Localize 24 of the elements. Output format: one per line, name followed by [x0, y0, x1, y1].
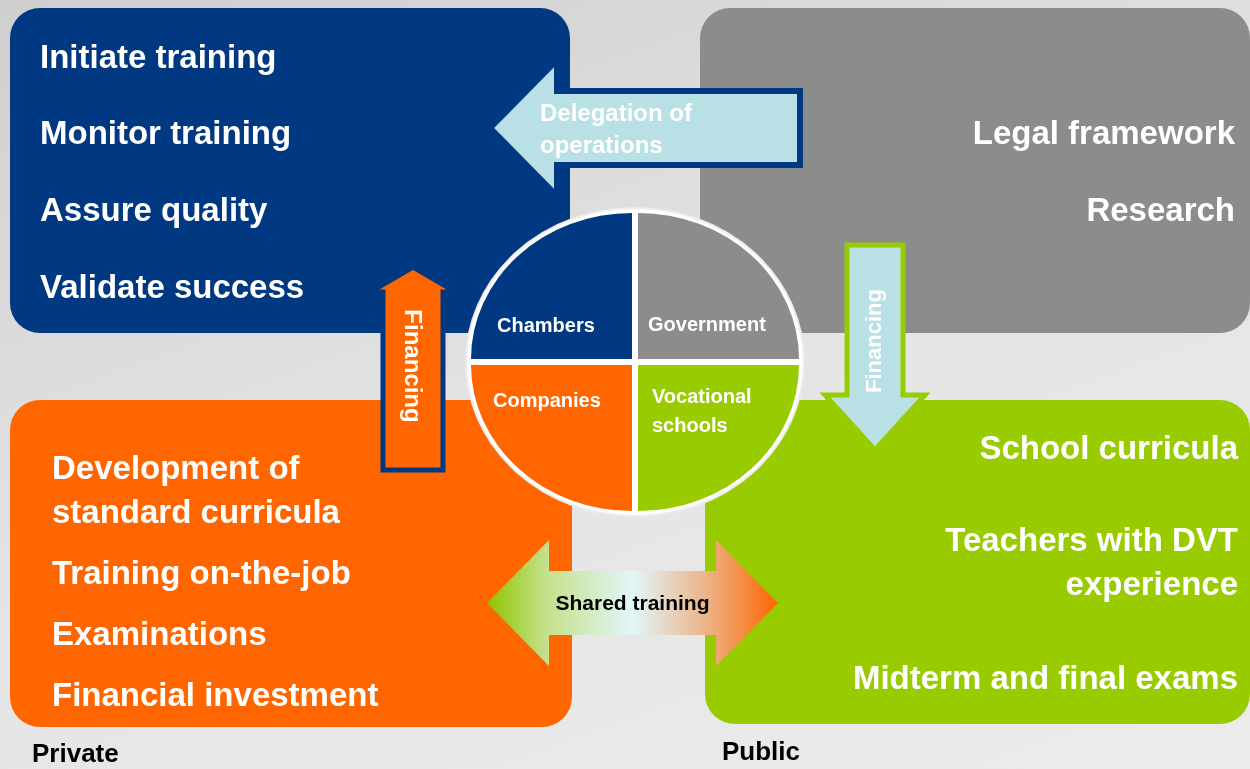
task-text: Legal framework	[971, 113, 1235, 153]
segment-label: Companies	[493, 388, 602, 413]
segment-label: Government	[648, 312, 767, 337]
task-text: Training on-the-job	[52, 553, 352, 593]
edge-label: Financing	[860, 287, 887, 395]
task-text: Research	[1085, 190, 1235, 230]
block-arrow	[487, 540, 778, 666]
task-text: Teachers with DVT experience	[944, 520, 1238, 604]
task-text: School curricula	[978, 428, 1238, 468]
edge-label: Delegation of operations	[540, 98, 693, 160]
edge-label: Shared training	[554, 590, 711, 616]
edge-label: Financing	[399, 307, 428, 425]
task-text: Midterm and final exams	[851, 658, 1238, 698]
task-text: Development of standard curricula	[52, 448, 341, 532]
segment-label: Vocational schools	[652, 384, 753, 438]
task-text: Examinations	[52, 614, 268, 654]
sector-label: Private	[32, 738, 119, 769]
task-text: Monitor training	[40, 113, 293, 153]
task-text: Assure quality	[40, 190, 269, 230]
task-text: Validate success	[40, 267, 306, 307]
sector-label: Public	[722, 736, 800, 767]
segment-label: Chambers	[497, 313, 596, 338]
task-text: Financial investment	[52, 675, 380, 715]
task-text: Initiate training	[40, 37, 278, 77]
